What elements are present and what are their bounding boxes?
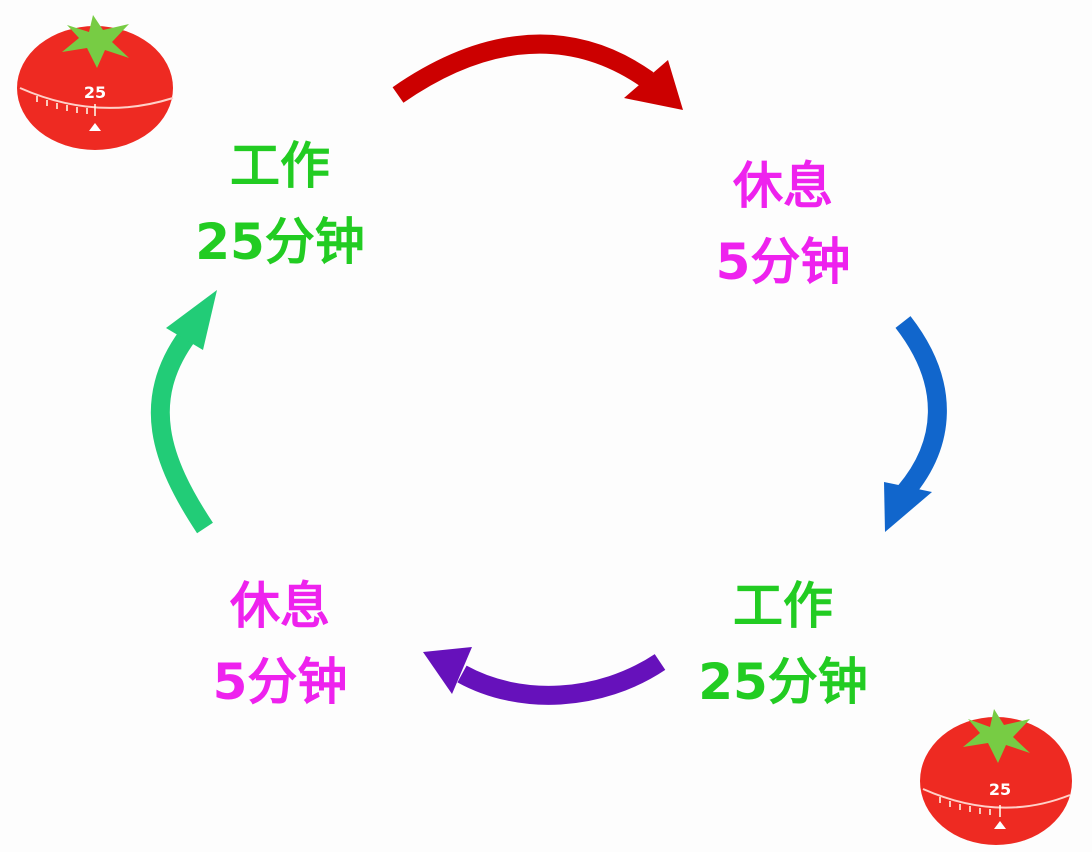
rest-5-min-bottom-left: 休息 5分钟: [160, 568, 400, 720]
arrow-green: [150, 290, 217, 534]
arrow-blue: [884, 316, 947, 532]
tomato-timer-icon: 25: [17, 15, 174, 150]
tomato-timer-icon: 25: [920, 709, 1072, 845]
duration-label: 5分钟: [212, 653, 348, 711]
tomato-dial-number: 25: [84, 83, 106, 102]
rest-label: 休息: [733, 157, 833, 215]
work-label: 工作: [230, 137, 330, 195]
arrow-red: [392, 34, 683, 110]
duration-label: 5分钟: [715, 233, 851, 291]
work-25-min-top-left: 工作 25分钟: [160, 128, 400, 280]
duration-label: 25分钟: [698, 653, 868, 711]
work-25-min-bottom-right: 工作 25分钟: [663, 568, 903, 720]
rest-5-min-top-right: 休息 5分钟: [663, 148, 903, 300]
work-label: 工作: [733, 577, 833, 635]
arrow-purple: [423, 647, 666, 705]
tomato-dial-number: 25: [989, 780, 1011, 799]
duration-label: 25分钟: [195, 213, 365, 271]
rest-label: 休息: [230, 577, 330, 635]
